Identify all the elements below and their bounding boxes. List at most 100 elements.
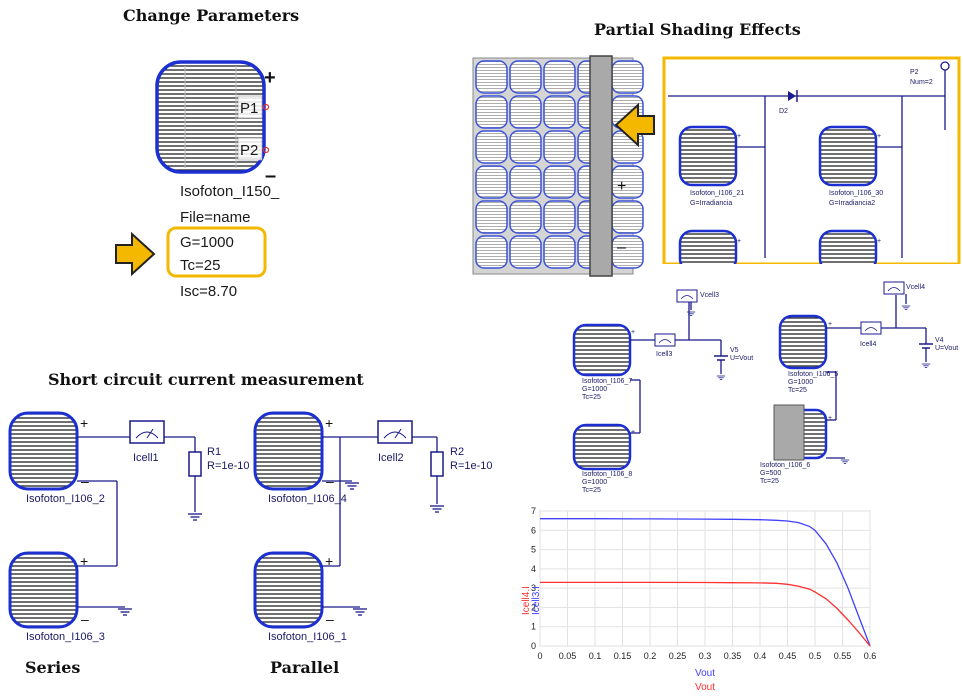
chart-ytick-label: 3 [531,583,536,593]
parallel-cell-top[interactable] [253,411,324,491]
series-cell-top[interactable] [8,411,79,491]
mini-left-vmeter-label: Vcell3 [700,292,719,299]
svg-text:+: + [631,329,635,336]
module-cell [509,95,542,129]
mini-right-ameter-label: Icell4 [860,341,876,348]
mini-left-cell-top[interactable] [572,323,632,377]
chart-xlabel-2: Vout [695,682,715,693]
module-cell [543,60,576,94]
parallel-cell-bot[interactable] [253,551,324,629]
svg-text:–: – [326,611,334,627]
svg-text:–: – [81,611,89,627]
series-cell-bot[interactable] [8,551,79,629]
highlight-box [166,226,267,278]
mini-right-ammeter[interactable] [860,321,882,335]
mini-right-vmeter-label: Vcell4 [906,284,925,291]
parallel-resistor-icon[interactable] [430,451,444,477]
port-p2-text: P2 [910,69,919,76]
solar-cell-icon[interactable] [155,60,266,174]
mini-left-source: V5 [730,347,739,354]
change-parameters-panel: P1 P2 + – Isofoton_I150_ File=name G=100… [115,60,280,300]
svg-text:+: + [828,321,832,328]
chart-xtick-label: 0 [537,651,542,661]
chart-ytick-label: 0 [531,641,536,651]
module-cell [509,60,542,94]
param-file: File=name [180,209,250,226]
mini-right-voltmeter[interactable] [883,281,905,295]
mini-left-source-u: U=Vout [730,355,753,362]
chart-xtick-label: 0.15 [614,651,632,661]
mini-left-cell-bot-g: G=1000 [582,479,607,486]
module-plus-terminal: + [617,178,626,195]
svg-text:+: + [877,133,881,140]
mini-right-cell-top-g: G=1000 [788,379,813,386]
cell-b-g: G=Irradiancia2 [829,200,875,207]
series-resistor-icon[interactable] [188,451,202,477]
port-p2-label: P2 [240,142,258,159]
component-name: Isofoton_I150_ [180,183,280,200]
mini-left-cell-top-tc: Tc=25 [582,394,601,401]
svg-text:+: + [80,553,88,569]
svg-text:+: + [80,415,88,431]
minus-terminal: – [265,165,276,187]
shading-bar[interactable] [589,55,613,277]
series-cell-top-name: Isofoton_I106_2 [26,493,105,505]
svg-text:+: + [737,133,741,140]
mini-right-cell-bot-g: G=500 [760,470,781,477]
svg-text:+: + [325,553,333,569]
mini-left-cell-bot-name: Isofoton_I106_8 [582,471,632,478]
chart-ytick-label: 1 [531,622,536,632]
parallel-cell-bot-name: Isofoton_I106_1 [268,631,347,643]
cell-b-name: Isofoton_I106_30 [829,190,883,197]
cell-b-icon[interactable] [818,125,878,187]
series-cell-bot-name: Isofoton_I106_3 [26,631,105,643]
chart-xtick-label: 0.35 [724,651,742,661]
chart-xtick-label: 0.6 [864,651,877,661]
chart-xtick-label: 0.2 [644,651,657,661]
port-p1-dot[interactable] [262,103,270,111]
title-partial-shading: Partial Shading Effects [594,20,801,39]
svg-text:+: + [828,415,832,422]
mini-right-cell-top[interactable] [778,314,828,370]
yellow-arrow-icon [115,233,155,275]
mini-right-cell-bot-name: Isofoton_I106_6 [760,462,810,469]
title-series: Series [25,658,81,677]
mini-right-source-u: U=Vout [935,345,958,352]
mini-left-voltmeter[interactable] [676,289,698,303]
chart-xtick-label: 0.45 [779,651,797,661]
chart-xtick-label: 0.25 [669,651,687,661]
param-isc: Isc=8.70 [180,283,237,300]
cell-a-icon[interactable] [678,125,738,187]
param-g[interactable]: G=1000 [180,234,234,251]
mini-left-cell-top-g: G=1000 [582,386,607,393]
diode-icon [788,90,798,102]
mini-left-cell-bot[interactable] [572,423,632,471]
param-tc[interactable]: Tc=25 [180,257,220,274]
chart-ytick-label: 2 [531,602,536,612]
module-cell [509,165,542,199]
svg-text:+: + [737,238,741,245]
port-p2-dot[interactable] [262,146,270,154]
mini-right-cell-top-tc: Tc=25 [788,387,807,394]
parallel-resistor-value: R=1e-10 [450,460,493,472]
mini-left-ammeter[interactable] [654,333,676,347]
module-cell [543,165,576,199]
cell-a-name: Isofoton_I106_21 [690,190,744,197]
mini-left-ameter-label: Icell3 [656,351,672,358]
port-p2-node[interactable] [940,61,950,71]
mini-circuit-left: + Isofoton_I106_7 G=1000 Tc=25 + Isofoto… [572,289,753,494]
chart-ylabel-1: Icell4.I [521,586,532,615]
mini-right-shade [773,404,805,461]
mini-circuit-right: + Isofoton_I106_5 G=1000 Tc=25 + Isofoto… [760,281,958,485]
svg-text:+: + [877,238,881,245]
module-cell [509,130,542,164]
chart-ytick-label: 7 [531,506,536,516]
mini-right-source: V4 [935,337,944,344]
mini-right-cell-top-name: Isofoton_I106_5 [788,371,838,378]
chart-ytick-label: 4 [531,564,536,574]
chart-xtick-label: 0.5 [809,651,822,661]
